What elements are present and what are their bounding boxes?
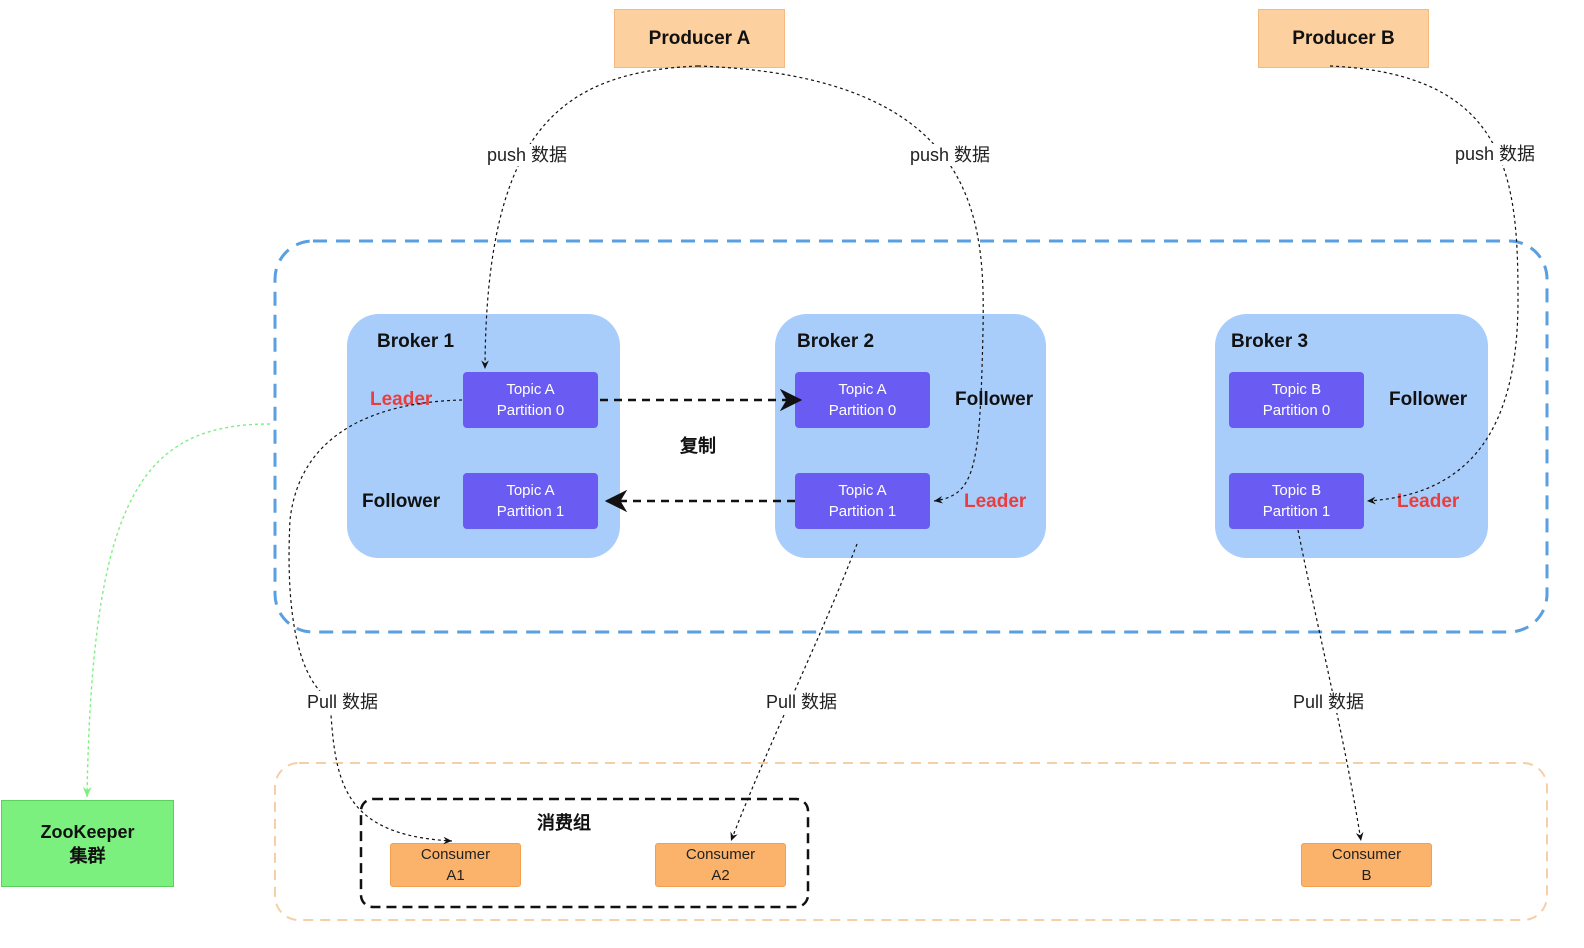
broker-1-follower-label: Follower [362,491,441,512]
partition-topic: Topic A [506,482,555,499]
producer-a[interactable]: Producer A [614,9,785,68]
zookeeper-link-line [82,423,271,798]
broker-2-partition-1[interactable]: Topic A Partition 1 [795,473,930,529]
zookeeper-label: ZooKeeper [40,821,135,842]
consumer-a1[interactable]: Consumer A1 [390,843,521,887]
pull-b-label: Pull 数据 [1291,691,1367,713]
partition-topic: Topic B [1271,381,1322,398]
replication-label: 复制 [680,436,716,456]
partition-topic: Topic A [838,381,887,398]
zookeeper-sublabel: 集群 [69,845,106,866]
producer-b-label: Producer B [1292,27,1395,49]
consumer-label: Consumer [685,846,756,863]
consumer-b[interactable]: Consumer B [1301,843,1432,887]
zookeeper-cluster[interactable]: ZooKeeper 集群 [1,800,174,887]
consumer-area-boundary [274,762,1548,921]
push-a2-label: push 数据 [908,144,993,166]
partition-topic: Topic A [506,381,555,398]
consumer-group-label: 消费组 [537,813,591,833]
producer-b[interactable]: Producer B [1258,9,1429,68]
broker-2-follower-label: Follower [955,389,1034,410]
broker-3-partition-1[interactable]: Topic B Partition 1 [1229,473,1364,529]
broker-1-title: Broker 1 [377,331,455,352]
consumer-a2[interactable]: Consumer A2 [655,843,786,887]
pull-b-line [1297,529,1364,842]
broker-3-title: Broker 3 [1231,331,1309,352]
consumer-id: A1 [446,867,465,884]
consumer-label: Consumer [420,846,491,863]
consumer-label: Consumer [1331,846,1402,863]
push-a1-label: push 数据 [485,144,570,166]
broker-3-follower-label: Follower [1389,389,1468,410]
broker-1-partition-0[interactable]: Topic A Partition 0 [463,372,598,428]
partition-number: Partition 0 [828,402,897,419]
broker-2-title: Broker 2 [797,331,875,352]
partition-topic: Topic B [1271,482,1322,499]
broker-3-leader-label: Leader [1397,491,1460,512]
broker-2-partition-0[interactable]: Topic A Partition 0 [795,372,930,428]
partition-number: Partition 1 [496,503,565,520]
partition-number: Partition 0 [1262,402,1331,419]
partition-number: Partition 0 [496,402,565,419]
consumer-id: A2 [711,867,730,884]
push-b-label: push 数据 [1453,143,1538,165]
partition-number: Partition 1 [828,503,897,520]
broker-1-leader-label: Leader [370,389,433,410]
broker-2-leader-label: Leader [964,491,1027,512]
pull-a1-label: Pull 数据 [305,691,381,713]
consumer-id: B [1361,867,1372,884]
pull-a2-label: Pull 数据 [764,691,840,713]
producer-a-label: Producer A [648,27,751,49]
broker-1-partition-1[interactable]: Topic A Partition 1 [463,473,598,529]
broker-3-partition-0[interactable]: Topic B Partition 0 [1229,372,1364,428]
partition-topic: Topic A [838,482,887,499]
partition-number: Partition 1 [1262,503,1331,520]
